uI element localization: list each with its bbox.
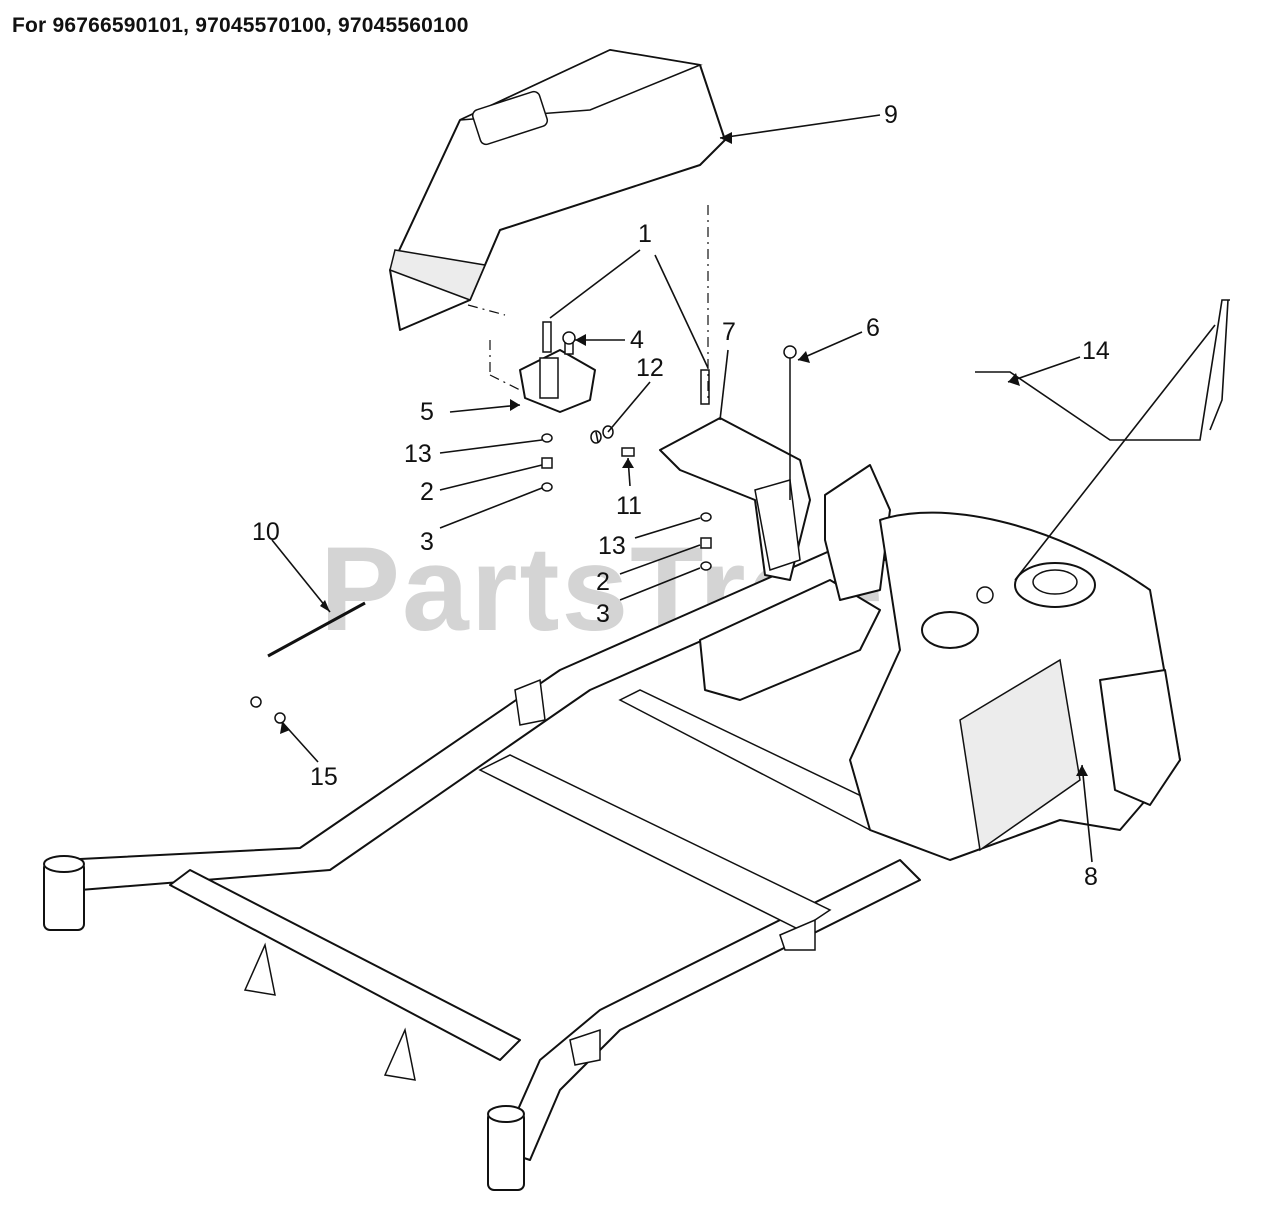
callout-2: 2 [596,568,610,596]
callout-15: 15 [310,763,338,791]
callout-5: 5 [420,398,434,426]
bracket-5 [519,349,596,413]
callout-14: 14 [1082,337,1110,365]
seat-bracket-7 [659,417,811,581]
callout-2: 2 [420,478,434,506]
callout-3: 3 [596,600,610,628]
rear-fender-tank [849,511,1181,861]
fasteners [250,321,797,724]
rod-10 [267,601,366,658]
leader-lines [271,114,1216,863]
callout-8: 8 [1084,863,1098,891]
callout-10: 10 [252,518,280,546]
callout-13: 13 [598,532,626,560]
callout-7: 7 [722,318,736,346]
leader-arrowheads [280,132,1088,776]
chassis-frame [43,464,931,1191]
callout-11: 11 [616,492,642,520]
callout-3: 3 [420,528,434,556]
right-front-tube [487,1111,525,1191]
callout-4: 4 [630,326,644,354]
callout-6: 6 [866,314,880,342]
callout-12: 12 [636,354,664,382]
callout-1: 1 [638,220,652,248]
diagram-title: For 96766590101, 97045570100, 9704556010… [12,14,469,37]
callout-13: 13 [404,440,432,468]
fuel-opening [921,611,979,649]
callout-9: 9 [884,101,898,129]
fuel-line-14 [975,299,1230,441]
console-cover [389,49,726,331]
